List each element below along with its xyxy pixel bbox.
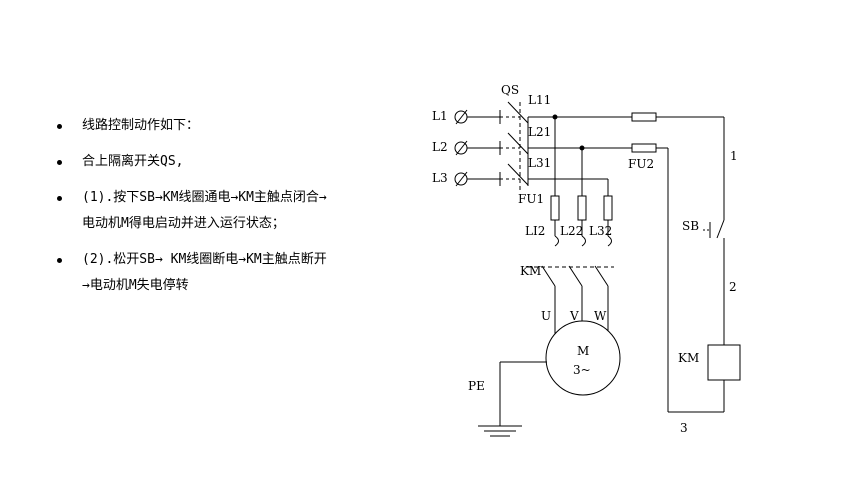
label-km-coil: KM — [678, 351, 699, 365]
label-li2: LI2 — [525, 224, 545, 238]
label-l22: L22 — [560, 224, 583, 238]
qs-isolating-switch — [499, 101, 529, 190]
bullet-dot — [57, 258, 62, 263]
label-wire-3: 3 — [680, 421, 688, 435]
label-fu1: FU1 — [518, 192, 544, 206]
bullet-item: (2).松开SB→ KM线圈断电→KM主触点断开 →电动机M失电停转 — [54, 247, 394, 299]
label-sb: SB — [682, 219, 699, 233]
supply-lines — [528, 114, 724, 196]
fu1-fuses — [550, 195, 613, 247]
label-wire-1: 1 — [730, 149, 738, 163]
label-l1: L1 — [432, 109, 448, 123]
label-motor-m: M — [577, 344, 589, 358]
bullet-text: 合上隔离开关QS, — [82, 154, 184, 169]
terminal-slash — [455, 109, 468, 125]
supply-terminals — [454, 109, 500, 187]
control-description-list: 线路控制动作如下： 合上隔离开关QS, (1).按下SB→KM线圈通电→KM主触… — [54, 113, 394, 309]
terminal-slash — [455, 171, 468, 187]
label-motor-phase: 3~ — [573, 363, 591, 377]
fu2-fuses — [631, 112, 657, 153]
bullet-dot — [57, 124, 62, 129]
label-w: W — [594, 309, 607, 323]
bullet-dot — [57, 160, 62, 165]
motor — [545, 320, 621, 396]
control-circuit — [656, 116, 741, 413]
label-l11: L11 — [528, 93, 551, 107]
terminal-slash — [455, 140, 468, 156]
label-l31: L31 — [528, 156, 551, 170]
bullet-item: 线路控制动作如下： — [54, 113, 394, 139]
km-coil — [707, 344, 741, 381]
label-qs: QS — [501, 83, 519, 97]
bullet-item: (1).按下SB→KM线圈通电→KM主触点闭合→ 电动机M得电启动并进入运行状态… — [54, 185, 394, 237]
bullet-text: 线路控制动作如下： — [82, 118, 200, 133]
pe-ground — [478, 361, 547, 437]
sb-pushbutton-contact — [716, 219, 725, 239]
label-km-contact: KM — [520, 264, 541, 278]
label-l3: L3 — [432, 171, 448, 185]
bullet-dot — [57, 196, 62, 201]
bullet-text: (1).按下SB→KM线圈通电→KM主触点闭合→ 电动机M得电启动并进入运行状态… — [82, 190, 327, 231]
diagram-labels: L1 L2 L3 QS L11 L21 L31 FU1 FU2 LI2 L22 … — [432, 83, 738, 435]
label-v: V — [569, 309, 579, 323]
label-pe: PE — [468, 379, 485, 393]
label-l21: L21 — [528, 125, 551, 139]
label-wire-2: 2 — [729, 280, 737, 294]
bullet-text: (2).松开SB→ KM线圈断电→KM主触点断开 →电动机M失电停转 — [82, 252, 327, 293]
label-u: U — [541, 309, 551, 323]
label-l2: L2 — [432, 140, 448, 154]
bullet-item: 合上隔离开关QS, — [54, 149, 394, 175]
label-l32: L32 — [589, 224, 612, 238]
label-fu2: FU2 — [628, 157, 654, 171]
